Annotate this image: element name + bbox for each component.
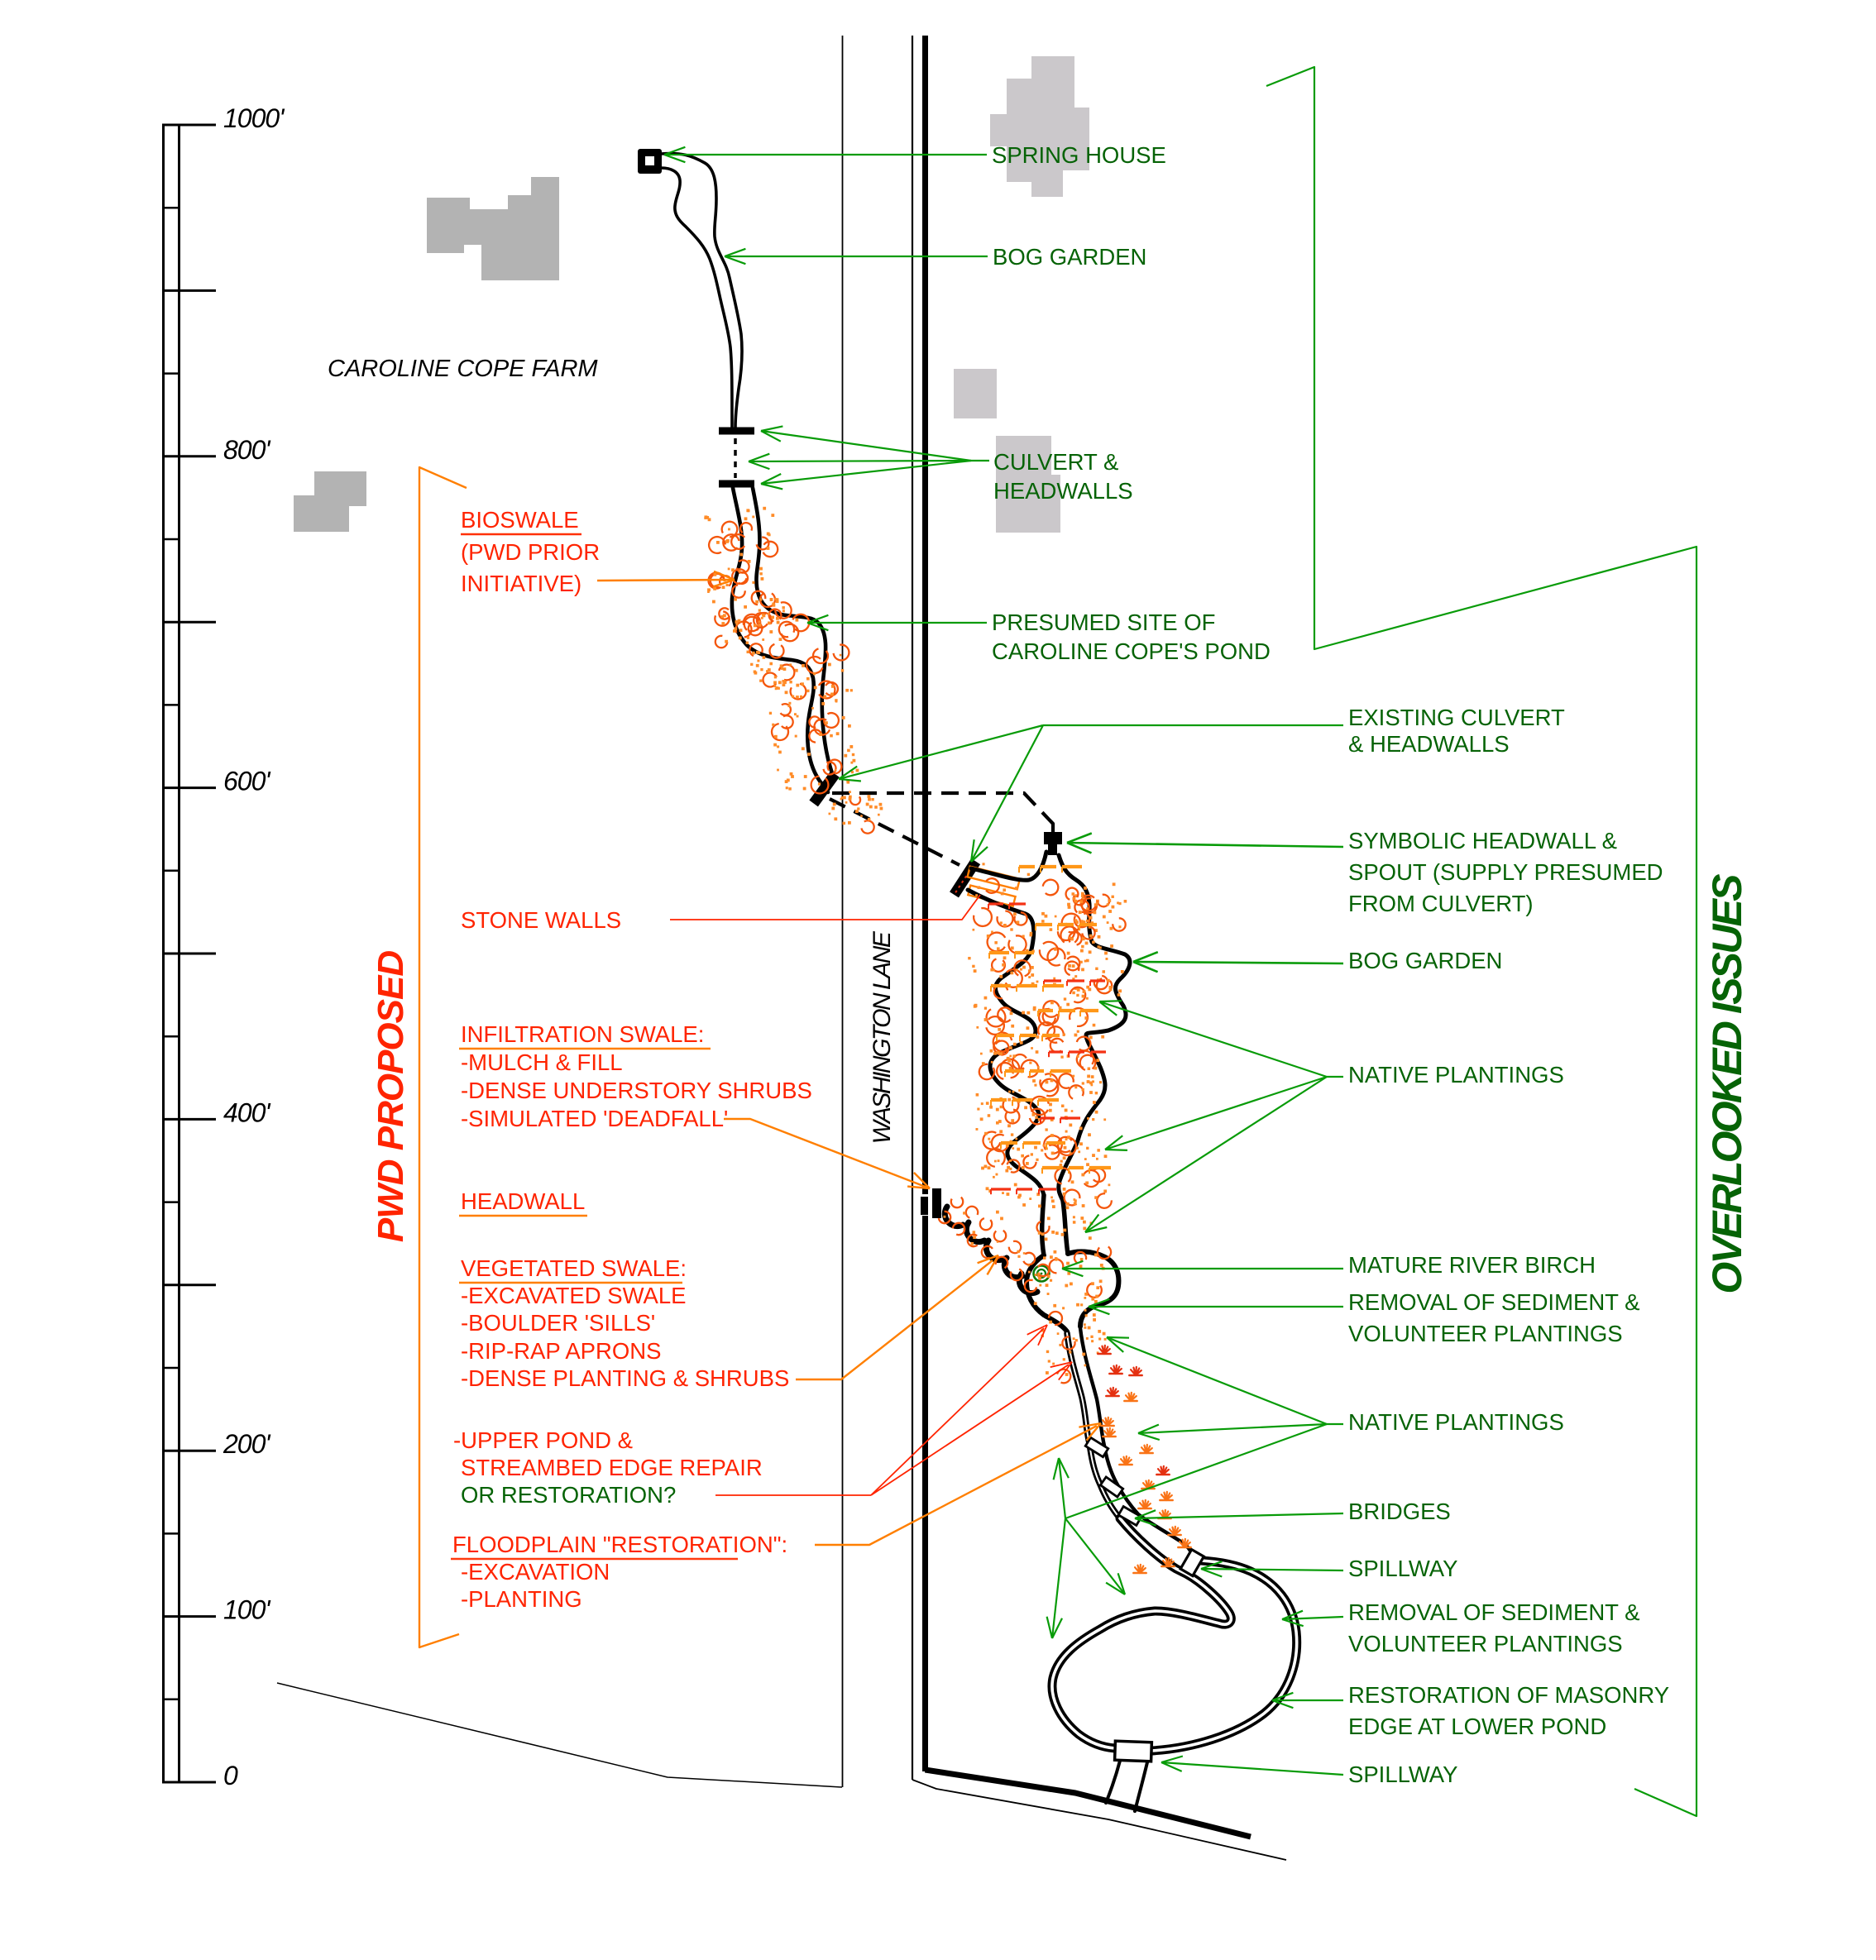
svg-text:FLOODPLAIN "RESTORATION":: FLOODPLAIN "RESTORATION": <box>452 1532 787 1557</box>
svg-text:REMOVAL OF SEDIMENT &: REMOVAL OF SEDIMENT & <box>1348 1289 1639 1315</box>
svg-text:CULVERT &: CULVERT & <box>993 449 1118 475</box>
svg-text:-SIMULATED 'DEADFALL': -SIMULATED 'DEADFALL' <box>461 1106 728 1131</box>
svg-text:EDGE AT LOWER POND: EDGE AT LOWER POND <box>1348 1714 1606 1739</box>
svg-text:SYMBOLIC HEADWALL &: SYMBOLIC HEADWALL & <box>1348 828 1617 853</box>
svg-text:PWD PROPOSED: PWD PROPOSED <box>371 951 411 1242</box>
svg-text:VOLUNTEER PLANTINGS: VOLUNTEER PLANTINGS <box>1348 1321 1623 1346</box>
svg-text:OR RESTORATION?: OR RESTORATION? <box>461 1482 676 1508</box>
svg-text:SPILLWAY: SPILLWAY <box>1348 1556 1457 1581</box>
svg-text:NATIVE PLANTINGS: NATIVE PLANTINGS <box>1348 1409 1564 1435</box>
svg-text:REMOVAL OF SEDIMENT &: REMOVAL OF SEDIMENT & <box>1348 1599 1639 1625</box>
svg-text:WASHINGTON LANE: WASHINGTON LANE <box>869 930 896 1144</box>
svg-text:-PLANTING: -PLANTING <box>461 1586 582 1612</box>
svg-text:BIOSWALE: BIOSWALE <box>461 507 579 533</box>
svg-text:FROM CULVERT): FROM CULVERT) <box>1348 891 1534 916</box>
svg-text:INITIATIVE): INITIATIVE) <box>461 571 581 596</box>
svg-text:HEADWALLS: HEADWALLS <box>993 478 1133 504</box>
svg-text:400': 400' <box>223 1097 271 1127</box>
svg-text:STONE WALLS: STONE WALLS <box>461 907 621 933</box>
svg-text:CAROLINE COPE'S POND: CAROLINE COPE'S POND <box>992 638 1271 664</box>
svg-text:-MULCH & FILL: -MULCH & FILL <box>461 1049 623 1075</box>
svg-text:PRESUMED SITE OF: PRESUMED SITE OF <box>992 610 1215 635</box>
svg-text:STREAMBED EDGE REPAIR: STREAMBED EDGE REPAIR <box>461 1455 763 1480</box>
svg-text:BRIDGES: BRIDGES <box>1348 1499 1451 1524</box>
svg-text:-EXCAVATION: -EXCAVATION <box>461 1559 610 1585</box>
svg-text:VEGETATED SWALE:: VEGETATED SWALE: <box>461 1255 687 1281</box>
svg-text:200': 200' <box>223 1429 271 1459</box>
svg-text:0: 0 <box>223 1761 238 1790</box>
svg-text:1000': 1000' <box>223 103 285 133</box>
svg-text:HEADWALL: HEADWALL <box>461 1188 585 1214</box>
svg-text:800': 800' <box>223 435 271 465</box>
svg-text:EXISTING CULVERT: EXISTING CULVERT <box>1348 705 1565 730</box>
svg-text:OVERLOOKED ISSUES: OVERLOOKED ISSUES <box>1704 874 1750 1294</box>
svg-text:CAROLINE COPE FARM: CAROLINE COPE FARM <box>328 356 598 382</box>
svg-text:SPRING HOUSE: SPRING HOUSE <box>992 142 1166 168</box>
svg-text:& HEADWALLS: & HEADWALLS <box>1348 731 1510 757</box>
svg-text:-DENSE UNDERSTORY SHRUBS: -DENSE UNDERSTORY SHRUBS <box>461 1078 812 1103</box>
svg-text:NATIVE PLANTINGS: NATIVE PLANTINGS <box>1348 1062 1564 1088</box>
svg-text:VOLUNTEER PLANTINGS: VOLUNTEER PLANTINGS <box>1348 1631 1623 1656</box>
svg-text:INFILTRATION SWALE:: INFILTRATION SWALE: <box>461 1021 704 1047</box>
svg-text:SPOUT (SUPPLY PRESUMED: SPOUT (SUPPLY PRESUMED <box>1348 859 1663 885</box>
svg-text:100': 100' <box>223 1595 271 1625</box>
svg-text:SPILLWAY: SPILLWAY <box>1348 1762 1457 1787</box>
svg-text:-BOULDER 'SILLS': -BOULDER 'SILLS' <box>461 1310 655 1336</box>
svg-text:-EXCAVATED SWALE: -EXCAVATED SWALE <box>461 1283 687 1308</box>
svg-text:600': 600' <box>223 767 271 796</box>
svg-text:(PWD PRIOR: (PWD PRIOR <box>461 539 600 565</box>
svg-text:MATURE RIVER BIRCH: MATURE RIVER BIRCH <box>1348 1252 1596 1278</box>
svg-text:RESTORATION OF MASONRY: RESTORATION OF MASONRY <box>1348 1682 1669 1708</box>
svg-text:BOG GARDEN: BOG GARDEN <box>1348 948 1502 973</box>
svg-text:BOG GARDEN: BOG GARDEN <box>993 244 1146 270</box>
svg-text:-DENSE PLANTING & SHRUBS: -DENSE PLANTING & SHRUBS <box>461 1365 789 1391</box>
svg-text:-RIP-RAP APRONS: -RIP-RAP APRONS <box>461 1338 661 1364</box>
svg-text:-UPPER POND &: -UPPER POND & <box>453 1427 633 1453</box>
